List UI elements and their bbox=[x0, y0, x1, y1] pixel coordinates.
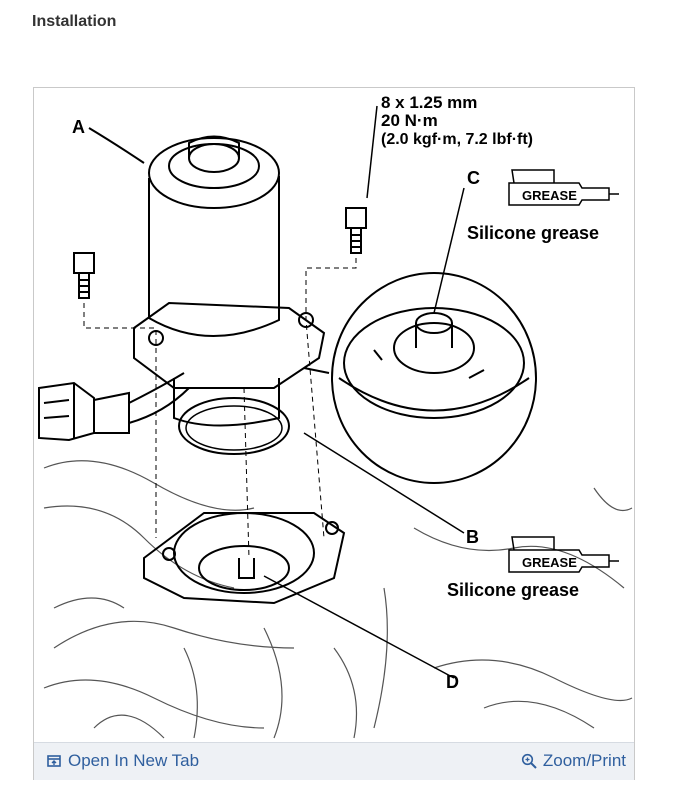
zoom-print-label: Zoom/Print bbox=[542, 751, 626, 770]
leader-b bbox=[303, 432, 465, 534]
o-ring bbox=[178, 397, 290, 455]
callout-a: A bbox=[72, 117, 85, 137]
bolt-right bbox=[345, 207, 367, 254]
bolt-left bbox=[73, 252, 95, 299]
silicone-grease-upper: Silicone grease bbox=[467, 223, 599, 243]
leader-a bbox=[88, 127, 145, 164]
leader-spec bbox=[366, 105, 378, 199]
leader-c bbox=[433, 187, 465, 314]
open-in-new-tab-link[interactable]: Open In New Tab bbox=[46, 751, 199, 771]
housing-flange bbox=[143, 512, 346, 605]
alignment-lines bbox=[83, 258, 357, 559]
motor-assembly bbox=[133, 135, 326, 427]
grease-tube-icon-upper bbox=[508, 169, 619, 206]
magnifier-plus-icon bbox=[521, 753, 537, 769]
figure-card: A 8 x 1.25 mm 20 N·m (2.0 kgf·m, 7.2 lbf… bbox=[33, 87, 635, 780]
spec-line-1: 8 x 1.25 mm bbox=[381, 93, 477, 112]
grease-tag-lower: GREASE bbox=[522, 555, 577, 570]
figure-toolbar: Open In New Tab Zoom/Print bbox=[34, 742, 634, 780]
grease-tube-icon-lower bbox=[508, 536, 619, 573]
callout-b: B bbox=[466, 527, 479, 547]
wire-connector bbox=[38, 372, 190, 442]
section-heading: Installation bbox=[32, 13, 117, 30]
open-in-new-tab-icon bbox=[46, 753, 62, 769]
diagram-svg: A 8 x 1.25 mm 20 N·m (2.0 kgf·m, 7.2 lbf… bbox=[38, 93, 633, 739]
grease-tag-upper: GREASE bbox=[522, 188, 577, 203]
callout-c: C bbox=[467, 168, 480, 188]
leader-d bbox=[263, 575, 455, 679]
open-in-new-tab-label: Open In New Tab bbox=[68, 751, 200, 770]
callout-d: D bbox=[446, 672, 459, 692]
spec-line-2: 20 N·m bbox=[381, 111, 438, 130]
silicone-grease-lower: Silicone grease bbox=[447, 580, 579, 600]
spec-line-3: (2.0 kgf·m, 7.2 lbf·ft) bbox=[381, 131, 533, 148]
magnified-detail bbox=[331, 272, 537, 484]
arrow-to-detail bbox=[303, 367, 330, 374]
installation-diagram: A 8 x 1.25 mm 20 N·m (2.0 kgf·m, 7.2 lbf… bbox=[34, 88, 634, 741]
zoom-print-link[interactable]: Zoom/Print bbox=[521, 751, 626, 771]
